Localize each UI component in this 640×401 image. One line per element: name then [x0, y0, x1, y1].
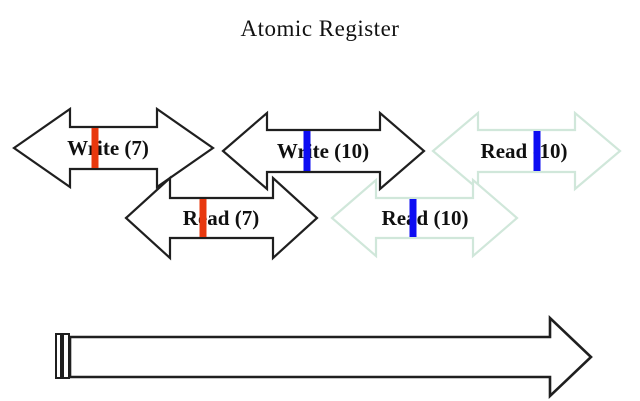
diagram-title: Atomic Register — [240, 16, 400, 41]
read-10-first-arrow-shape — [431, 110, 622, 192]
write-10-arrow-shape — [221, 110, 426, 192]
read-10-second-linearization-tick-icon — [409, 199, 417, 237]
read-10-second-operation: Read (10) — [330, 177, 519, 259]
read-7-operation: Read (7) — [124, 175, 319, 261]
time-axis — [55, 314, 593, 400]
read-10-second-label: Read (10) — [382, 206, 469, 230]
time-axis-arrow-shape — [68, 314, 593, 400]
time-axis-start-bar-1 — [55, 333, 62, 379]
read-10-second-arrow-shape — [330, 177, 519, 259]
read-10-first-operation: Read (10) — [431, 110, 622, 192]
read-7-linearization-tick-icon — [199, 199, 207, 237]
read-7-label: Read (7) — [183, 206, 259, 230]
write-10-linearization-tick-icon — [303, 131, 311, 171]
read-7-arrow-shape — [124, 175, 319, 261]
write-7-linearization-tick-icon — [91, 128, 99, 168]
write-10-operation: Write (10) — [221, 110, 426, 192]
write-10-label: Write (10) — [277, 139, 369, 163]
read-10-first-label: Read (10) — [481, 139, 568, 163]
read-10-first-linearization-tick-icon — [533, 131, 541, 171]
write-7-label: Write (7) — [67, 136, 149, 160]
write-7-operation: Write (7) — [12, 106, 215, 190]
time-axis-start-bar-2 — [62, 333, 70, 379]
write-7-arrow-shape — [12, 106, 215, 190]
